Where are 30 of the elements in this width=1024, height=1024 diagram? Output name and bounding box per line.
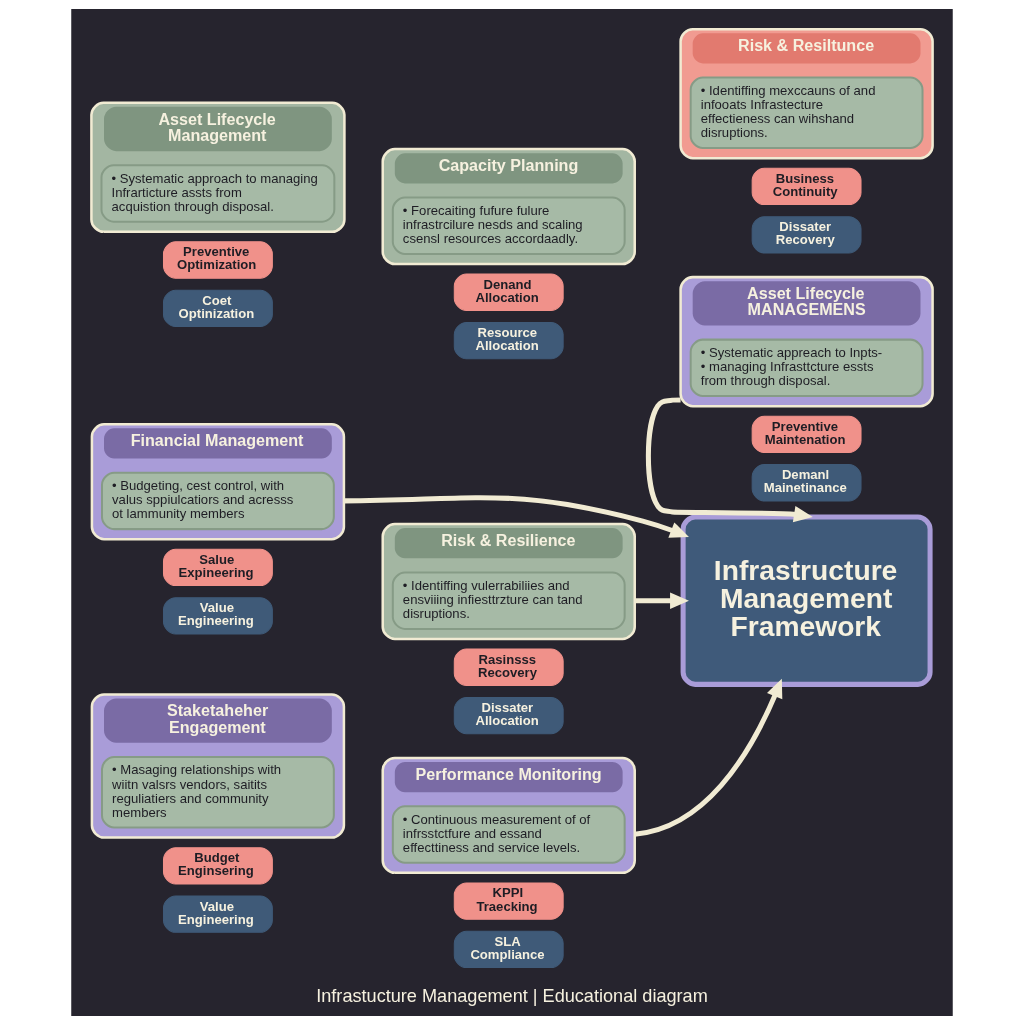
node-box: • Identiffing mexccauns of and infooats Infrastecture effectieness can wihshand disruptions. [689,76,924,149]
node-box: • Identiffing vulerrabiliies and ensviiing infiesttrzture can tand disruptions. [391,570,626,630]
node-box: • Masaging relationships with wiitn valsrs vendors, saitits reguliatiers and community members [100,755,335,828]
node-box: Infrastructure Management Framework [680,514,933,687]
node-box: • Budgeting, cest control, with valus sppiulcatiors and acresss ot lammunity members [100,471,335,530]
node-box: Preventive Optimization [162,240,273,279]
node-box: Dissater Allocation [453,696,564,734]
node-box: Denand Allocation [453,273,564,311]
arrow [645,396,813,522]
node-box: • Continuous measurement of of infrsstctfure and essand effecttiness and service levels. [391,804,626,864]
node-box: KPPI Traecking [453,881,564,920]
node-box: Salue Expineering [162,548,273,586]
node-box: • Systematic appreach to Inpts- • managing Infrasttcture essts from through disposal. [689,338,924,397]
node-box: Budget Enginsering [162,846,273,884]
arrow [343,494,689,538]
node-box: Resource Allocation [453,321,564,359]
node-box: SLA Compliance [453,930,564,968]
node-box: Coet Optinization [162,289,273,327]
node-box: Value Engineering [162,596,273,634]
caption: Infrastucture Management | Educational diagram [316,985,708,1006]
node-box: Rasinsss Recovery [453,648,564,686]
node-box: • Systematic approach to managing Infrarticture assts from acquistion through disposal. [100,163,336,223]
node-box: Business Continuity [751,167,862,205]
node-box: Value Engineering [162,895,273,933]
node-box: • Forecaiting fufure fulure infrastrcilure nesds and scaling csensl resources accordaadly. [391,196,626,255]
arrow [634,678,783,837]
node-box: Dissater Recovery [751,215,862,253]
node-box: Demanl Mainetinance [751,463,862,501]
arrow [634,591,689,609]
node-box: Preventive Maintenation [751,415,862,453]
